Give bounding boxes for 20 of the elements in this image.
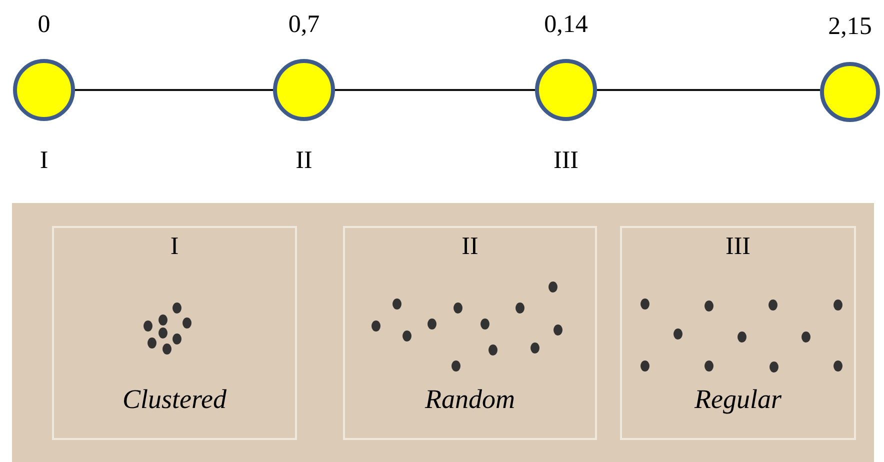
value-label: 0,7 bbox=[288, 12, 320, 37]
pattern-panel bbox=[620, 226, 856, 440]
connector-line bbox=[75, 89, 273, 91]
connector-line bbox=[597, 89, 820, 91]
stage-label: III bbox=[554, 148, 578, 173]
pattern-label: Clustered bbox=[122, 386, 228, 413]
value-label: 0 bbox=[38, 12, 50, 37]
stage-label: II bbox=[296, 148, 312, 173]
pattern-label: Random bbox=[424, 386, 516, 413]
panel-heading: I bbox=[169, 234, 180, 259]
connector-line bbox=[335, 89, 535, 91]
value-label: 2,15 bbox=[828, 14, 872, 39]
panel-heading: II bbox=[460, 234, 480, 259]
stage-label: I bbox=[40, 148, 48, 173]
pattern-panel bbox=[343, 226, 597, 440]
value-label: 0,14 bbox=[544, 12, 588, 37]
pattern-label: Regular bbox=[693, 386, 782, 413]
panel-heading: III bbox=[724, 234, 752, 259]
pattern-panel bbox=[52, 226, 297, 440]
panel-background bbox=[12, 203, 874, 462]
